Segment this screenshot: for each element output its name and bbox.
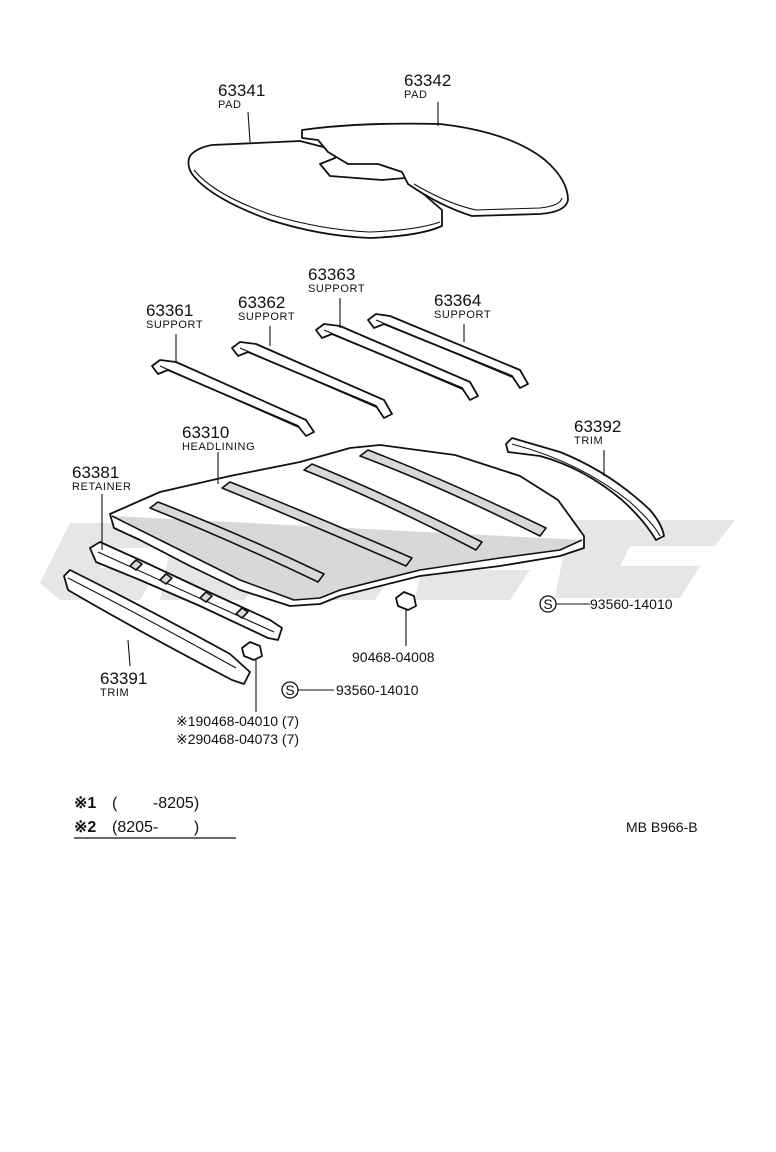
leader-lines [101,102,605,712]
part-63342-pad[interactable] [301,122,569,217]
s-mark-icon [281,681,299,699]
clip-1-number: ※190468-04010 (7) [176,713,299,729]
label-63391-name: TRIM [100,687,129,699]
part-63361-support[interactable] [151,359,315,437]
label-63342-number: 63342 [404,71,451,90]
screw-center-symbol: S [285,682,294,698]
part-90468-04008-clip[interactable] [395,591,417,611]
part-63363-support[interactable] [315,323,479,401]
part-63381-retainer[interactable] [89,541,283,641]
part-63341-pad[interactable] [187,140,443,239]
screw-right-symbol: S [543,596,552,612]
label-63341-number: 63341 [218,81,265,100]
clip-2-number: ※290468-04073 (7) [176,731,299,747]
screw-right-number: 93560-14010 [590,596,673,612]
label-63361-number: 63361 [146,301,193,320]
figure-code: MB B966-B [626,819,698,835]
part-63310-headlining[interactable] [109,444,585,607]
part-63362-support[interactable] [231,341,393,419]
label-63364-name: SUPPORT [434,309,491,321]
clip-center-number: 90468-04008 [352,649,435,665]
label-63363-number: 63363 [308,265,355,284]
label-63361-name: SUPPORT [146,319,203,331]
part-63364-support[interactable] [367,313,529,389]
label-63391-number: 63391 [100,669,147,688]
label-63364-number: 63364 [434,291,481,310]
label-63310-name: HEADLINING [182,441,255,453]
label-63381-name: RETAINER [72,481,132,493]
part-63391-trim[interactable] [63,569,251,685]
label-63341-name: PAD [218,99,242,111]
hardware-screw-center: S 93560-14010 [281,681,419,699]
note-1-mark: ※1 [74,795,96,812]
label-63342-name: PAD [404,89,428,101]
note-1-range: ( -8205) [112,795,199,812]
label-63392-number: 63392 [574,417,621,436]
note-2-mark: ※2 [74,819,96,836]
hardware-screw-right: S 93560-14010 [539,595,673,613]
label-63392-name: TRIM [574,435,603,447]
label-63362-number: 63362 [238,293,285,312]
s-mark-icon [539,595,557,613]
part-90468-04010-clip[interactable] [241,641,263,661]
notes-legend: ※1 ( -8205) ※2 (8205- ) [74,795,236,839]
screw-center-number: 93560-14010 [336,682,419,698]
label-63362-name: SUPPORT [238,311,295,323]
note-2-range: (8205- ) [112,819,199,836]
label-63381-number: 63381 [72,463,119,482]
label-63310-number: 63310 [182,423,229,442]
part-63392-trim[interactable] [505,437,665,541]
label-63363-name: SUPPORT [308,283,365,295]
